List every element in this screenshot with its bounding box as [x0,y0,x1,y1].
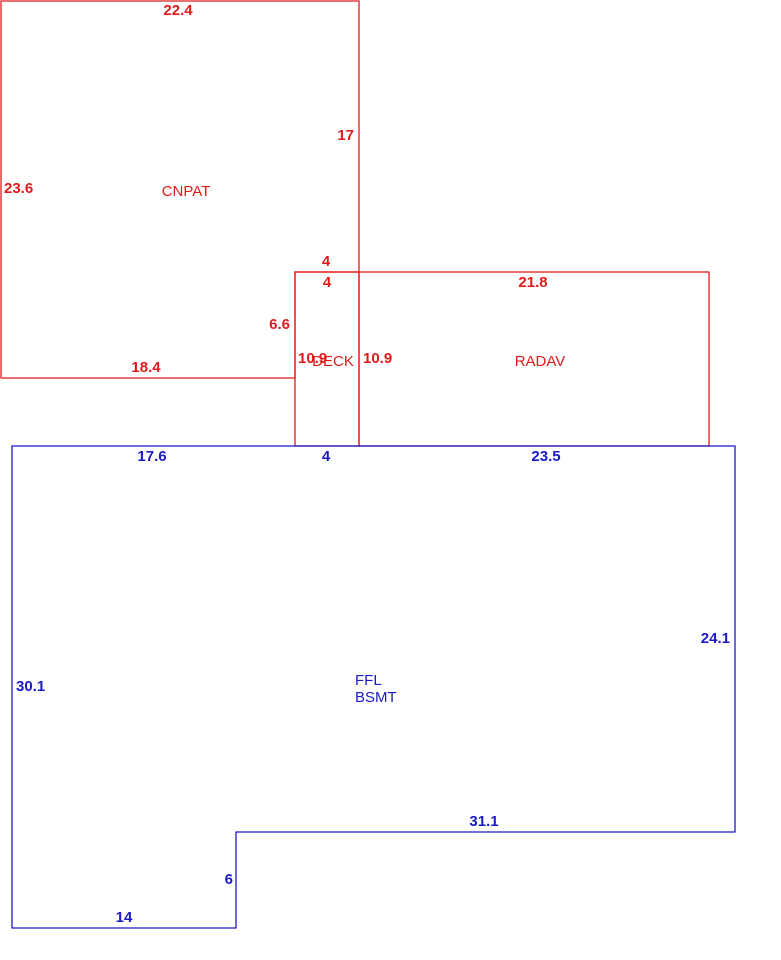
ffl-bsmt-dim-step-bottom: 31.1 [469,813,498,830]
cnpat-dim-step-top: 4 [322,253,331,270]
radav-dim-left: 10.9 [363,350,392,367]
radav-dim-top: 21.8 [518,274,547,291]
deck-dim-top: 4 [323,274,332,291]
deck-dim-left: 10.9 [298,350,327,367]
cnpat-dim-right: 17 [337,127,354,144]
cnpat-label: CNPAT [162,183,211,200]
ffl-bsmt-dim-top-mid: 4 [322,448,331,465]
cnpat-dim-top: 22.4 [163,2,193,19]
ffl-bsmt-outline [11,445,736,929]
deck-label: DECK [312,353,354,370]
cnpat-dim-step-side: 6.6 [269,316,290,333]
ffl-bsmt-label-line1: FFL [355,672,382,689]
cnpat-dim-bottom: 18.4 [131,359,161,376]
ffl-bsmt-dim-left: 30.1 [16,678,45,695]
ffl-bsmt-dim-step-side: 6 [225,871,233,888]
radav-label: RADAV [515,353,566,370]
ffl-bsmt-dim-top-left: 17.6 [137,448,166,465]
ffl-bsmt-dim-bottom: 14 [116,909,133,926]
cnpat-dim-left: 23.6 [4,180,33,197]
ffl-bsmt-dim-right: 24.1 [701,630,730,647]
ffl-bsmt-dim-top-right: 23.5 [531,448,560,465]
ffl-bsmt-label-line2: BSMT [355,689,397,706]
